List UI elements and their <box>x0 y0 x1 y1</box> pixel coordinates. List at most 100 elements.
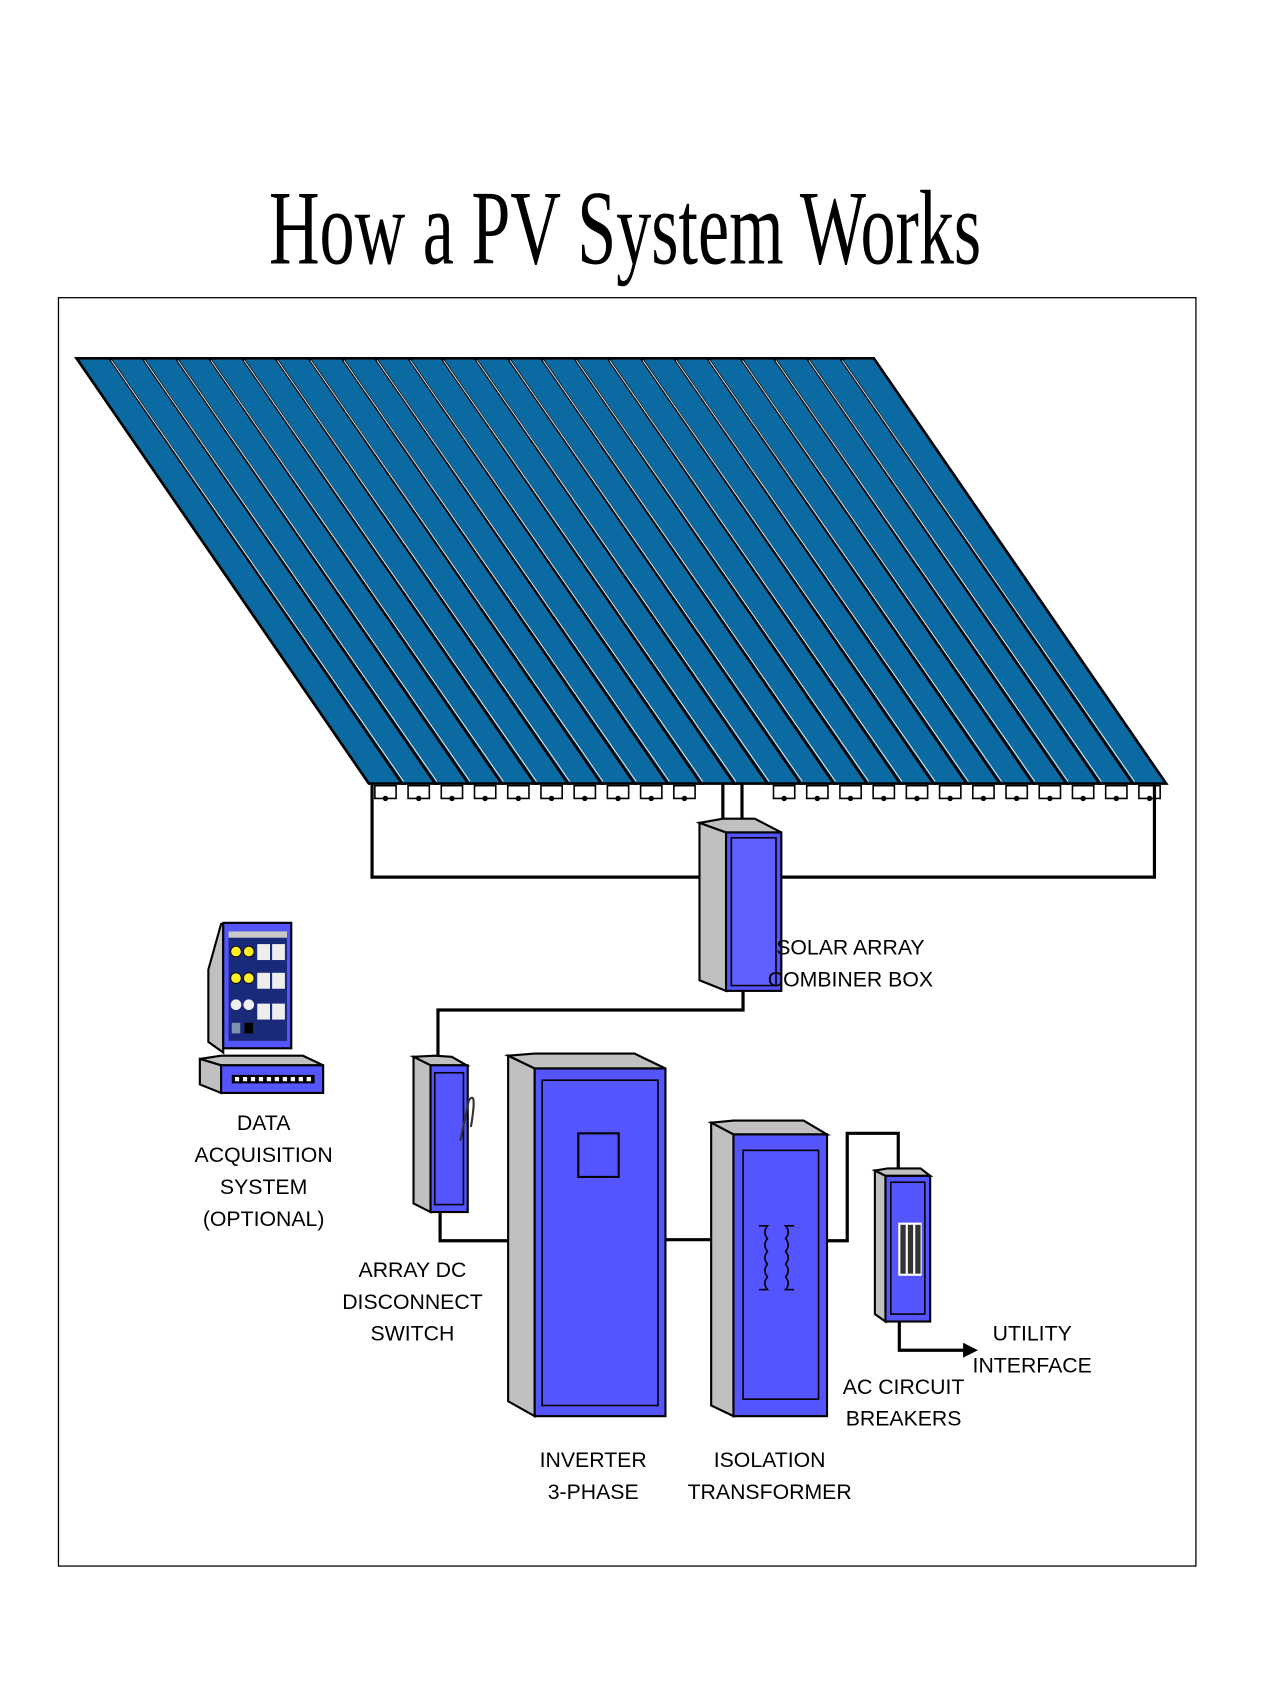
strip-separator <box>476 360 770 782</box>
svg-text:DISCONNECT: DISCONNECT <box>342 1290 483 1314</box>
svg-text:3-PHASE: 3-PHASE <box>548 1480 639 1504</box>
svg-text:DATA: DATA <box>237 1111 291 1135</box>
junction-box-terminal <box>648 795 654 802</box>
junction-box-terminal <box>582 795 588 802</box>
data-acquisition-label: DATA ACQUISITION SYSTEM (OPTIONAL) <box>195 1111 333 1231</box>
wire-disconnect-to-inverter <box>438 1212 511 1243</box>
svg-text:TRANSFORMER: TRANSFORMER <box>688 1480 852 1504</box>
strip-separator <box>808 360 1102 782</box>
data-acquisition-base-unit[interactable] <box>198 1054 325 1095</box>
strip-separator <box>177 360 471 782</box>
wire-to-utility <box>897 1321 966 1352</box>
diagram-frame <box>57 297 1197 1567</box>
strip-separator <box>111 360 405 782</box>
transformer-coil-icon <box>759 1225 795 1291</box>
dc-disconnect-switch[interactable] <box>409 1054 475 1214</box>
strip-separator <box>708 360 1002 782</box>
vent-slot <box>282 1076 288 1082</box>
gauge-icons <box>230 944 285 1034</box>
data-acquisition-monitor[interactable] <box>207 921 293 1055</box>
svg-text:UTILITY: UTILITY <box>993 1322 1072 1346</box>
svg-text:ISOLATION: ISOLATION <box>714 1448 826 1472</box>
strip-separator <box>144 360 438 782</box>
strip-separator <box>376 360 670 782</box>
dc-disconnect-label: ARRAY DC DISCONNECT SWITCH <box>342 1258 483 1346</box>
junction-box-terminal <box>881 795 887 802</box>
vent-slot <box>274 1076 280 1082</box>
vent-slot <box>290 1076 295 1082</box>
junction-box-terminal <box>416 795 422 802</box>
wire-combiner-to-disconnect <box>436 990 745 1060</box>
vent-slot <box>266 1076 272 1082</box>
junction-box-terminal <box>814 795 820 802</box>
strip-separator <box>509 360 803 782</box>
combiner-box-label: SOLAR ARRAY COMBINER BOX <box>768 936 933 992</box>
svg-text:SWITCH: SWITCH <box>371 1322 455 1346</box>
junction-box-terminal <box>847 795 854 802</box>
strip-separator <box>576 360 870 782</box>
strip-separator <box>443 360 737 782</box>
vent-slot <box>258 1076 264 1082</box>
junction-box-terminal <box>515 795 522 802</box>
svg-text:COMBINER BOX: COMBINER BOX <box>768 968 933 992</box>
utility-arrow-icon <box>963 1342 978 1358</box>
svg-text:ACQUISITION: ACQUISITION <box>195 1143 333 1167</box>
breaker-switches-icon <box>898 1222 922 1276</box>
junction-box-terminal <box>1080 795 1086 802</box>
junction-box-terminal <box>781 795 787 802</box>
vent-slot <box>250 1076 256 1082</box>
junction-box-terminal <box>548 795 555 802</box>
vent-slot <box>234 1076 240 1082</box>
inverter-cabinet[interactable] <box>504 1052 667 1418</box>
svg-text:SYSTEM: SYSTEM <box>220 1175 307 1199</box>
junction-box-terminal <box>1047 795 1053 802</box>
svg-text:INTERFACE: INTERFACE <box>973 1354 1092 1378</box>
junction-box-terminal <box>615 795 621 802</box>
strip-separator <box>775 360 1069 782</box>
array-wiring <box>370 783 1157 879</box>
vent-slot <box>298 1076 303 1082</box>
junction-box-terminal <box>1146 795 1153 802</box>
ac-circuit-breakers[interactable] <box>871 1167 934 1324</box>
svg-text:AC CIRCUIT: AC CIRCUIT <box>843 1375 965 1399</box>
svg-text:(OPTIONAL): (OPTIONAL) <box>203 1207 325 1231</box>
svg-text:BREAKERS: BREAKERS <box>846 1407 962 1431</box>
combiner-box[interactable] <box>695 817 783 993</box>
junction-box-terminal <box>382 795 389 802</box>
strip-separator <box>841 360 1135 782</box>
solar-panel-strip <box>838 356 1169 785</box>
svg-text:INVERTER: INVERTER <box>540 1448 647 1472</box>
inverter-label: INVERTER 3-PHASE <box>540 1448 647 1504</box>
strip-separator <box>609 360 903 782</box>
junction-box-terminal <box>947 795 953 802</box>
junction-box-terminal <box>681 795 688 802</box>
strip-separator <box>409 360 704 782</box>
strip-separator <box>343 360 637 782</box>
base-unit-vent <box>231 1074 315 1084</box>
strip-separator <box>210 360 504 782</box>
junction-box-terminal <box>914 795 920 802</box>
strip-separator <box>243 360 537 782</box>
strip-separator <box>310 360 604 782</box>
ac-breakers-label: AC CIRCUIT BREAKERS <box>843 1375 965 1431</box>
utility-interface-label: UTILITY INTERFACE <box>973 1322 1092 1378</box>
strip-separator <box>542 360 836 782</box>
svg-text:SOLAR ARRAY: SOLAR ARRAY <box>776 936 924 960</box>
vent-slot <box>242 1076 248 1082</box>
svg-text:ARRAY DC: ARRAY DC <box>359 1258 467 1282</box>
disconnect-handle-icon[interactable] <box>459 1096 475 1142</box>
isolation-transformer[interactable] <box>707 1119 831 1418</box>
strip-separator <box>742 360 1036 782</box>
strip-separator <box>277 360 571 782</box>
junction-box-terminal <box>1113 795 1119 802</box>
wire-transformer-to-breakers <box>827 1131 900 1243</box>
solar-array <box>74 356 1169 802</box>
strip-separator <box>675 360 969 782</box>
junction-box-terminal <box>980 795 987 802</box>
page-title: How a PV System Works <box>269 169 981 287</box>
inverter-display <box>577 1132 620 1178</box>
vent-slot <box>306 1076 311 1082</box>
strip-separator <box>642 360 936 782</box>
transformer-label: ISOLATION TRANSFORMER <box>688 1448 852 1504</box>
